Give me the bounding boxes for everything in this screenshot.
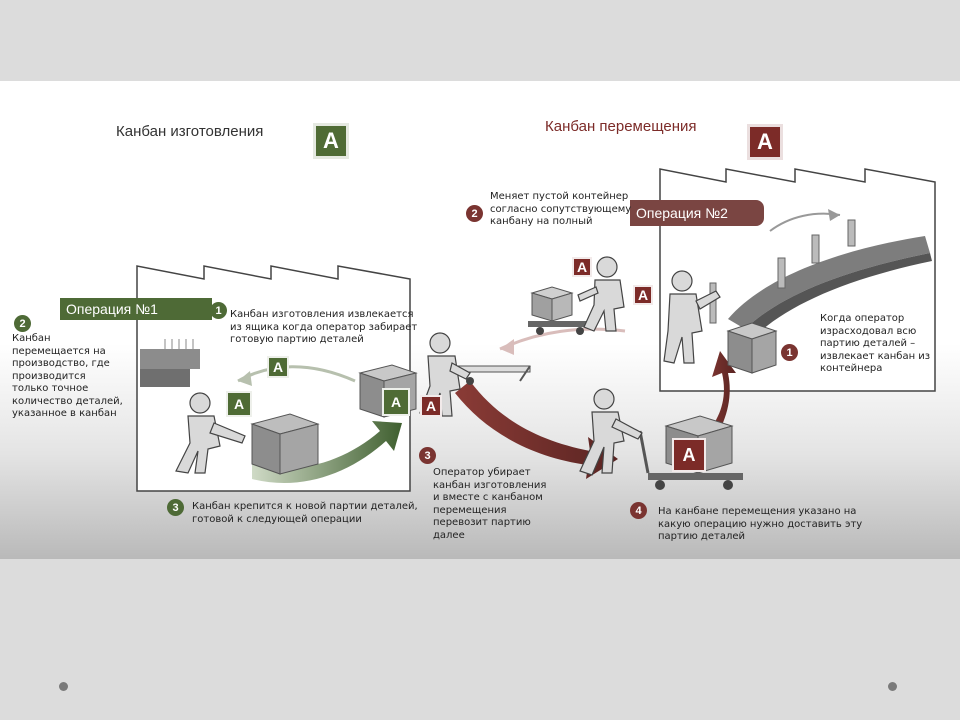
legend-production-title: Канбан изготовления <box>116 123 264 140</box>
conveyor-icon <box>709 219 932 339</box>
slide-dot-right <box>888 682 897 691</box>
slide-dot-left <box>59 682 68 691</box>
kanban-card-transport: A <box>572 257 592 277</box>
kanban-card-transport: A <box>672 438 706 472</box>
cart-full <box>638 415 743 490</box>
operation-2-label: Операция №2 <box>630 200 764 226</box>
diagram-panel: Канбан изготовления A Канбан перемещения… <box>0 81 960 559</box>
operation-1-label: Операция №1 <box>60 298 212 320</box>
kanban-card-production: A <box>382 388 410 416</box>
worker-op1 <box>175 392 246 474</box>
note-op1-step3: Канбан крепится к новой партии деталей, … <box>192 501 418 525</box>
transport-flow-arrow <box>455 381 618 479</box>
step-number-3-transport: 3 <box>419 447 436 464</box>
production-flow-arrow <box>252 421 402 483</box>
step-number-3: 3 <box>167 499 184 516</box>
kanban-card-production: A <box>267 356 289 378</box>
container-op2 <box>726 322 778 374</box>
note-op1-step2: Канбан перемещается на производство, где… <box>12 333 123 419</box>
kanban-card-production: A <box>226 391 252 417</box>
return-arrow-red <box>499 327 626 351</box>
kanban-card-transport: A <box>633 285 653 305</box>
kanban-card-transport: A <box>420 395 442 417</box>
note-move-step2: Меняет пустой контейнер согласно сопутст… <box>490 191 632 227</box>
note-move-step4: На канбане перемещения указано на какую … <box>658 506 863 542</box>
note-op2-step1: Когда оператор израсходовал всю партию д… <box>820 313 931 374</box>
step-number-4-transport: 4 <box>630 502 647 519</box>
container-empty-cart <box>528 286 588 335</box>
legend-transport-badge: A <box>747 124 783 160</box>
container-op1 <box>250 413 320 475</box>
legend-transport-title: Канбан перемещения <box>545 118 697 135</box>
worker-move <box>577 256 625 332</box>
trolley-empty <box>454 365 531 385</box>
legend-production-badge: A <box>313 123 349 159</box>
note-move-step3: Оператор убирает канбан изготовления и в… <box>433 467 547 541</box>
note-op1-step1: Канбан изготовления извлекается из ящика… <box>230 309 418 345</box>
worker-cart <box>579 388 643 476</box>
step-number-2-transport: 2 <box>466 205 483 222</box>
step-number-1: 1 <box>210 302 227 319</box>
step-number-1-op2: 1 <box>781 344 798 361</box>
step-number-2: 2 <box>14 315 31 332</box>
machine-icon <box>140 339 200 387</box>
worker-op2 <box>663 270 721 364</box>
